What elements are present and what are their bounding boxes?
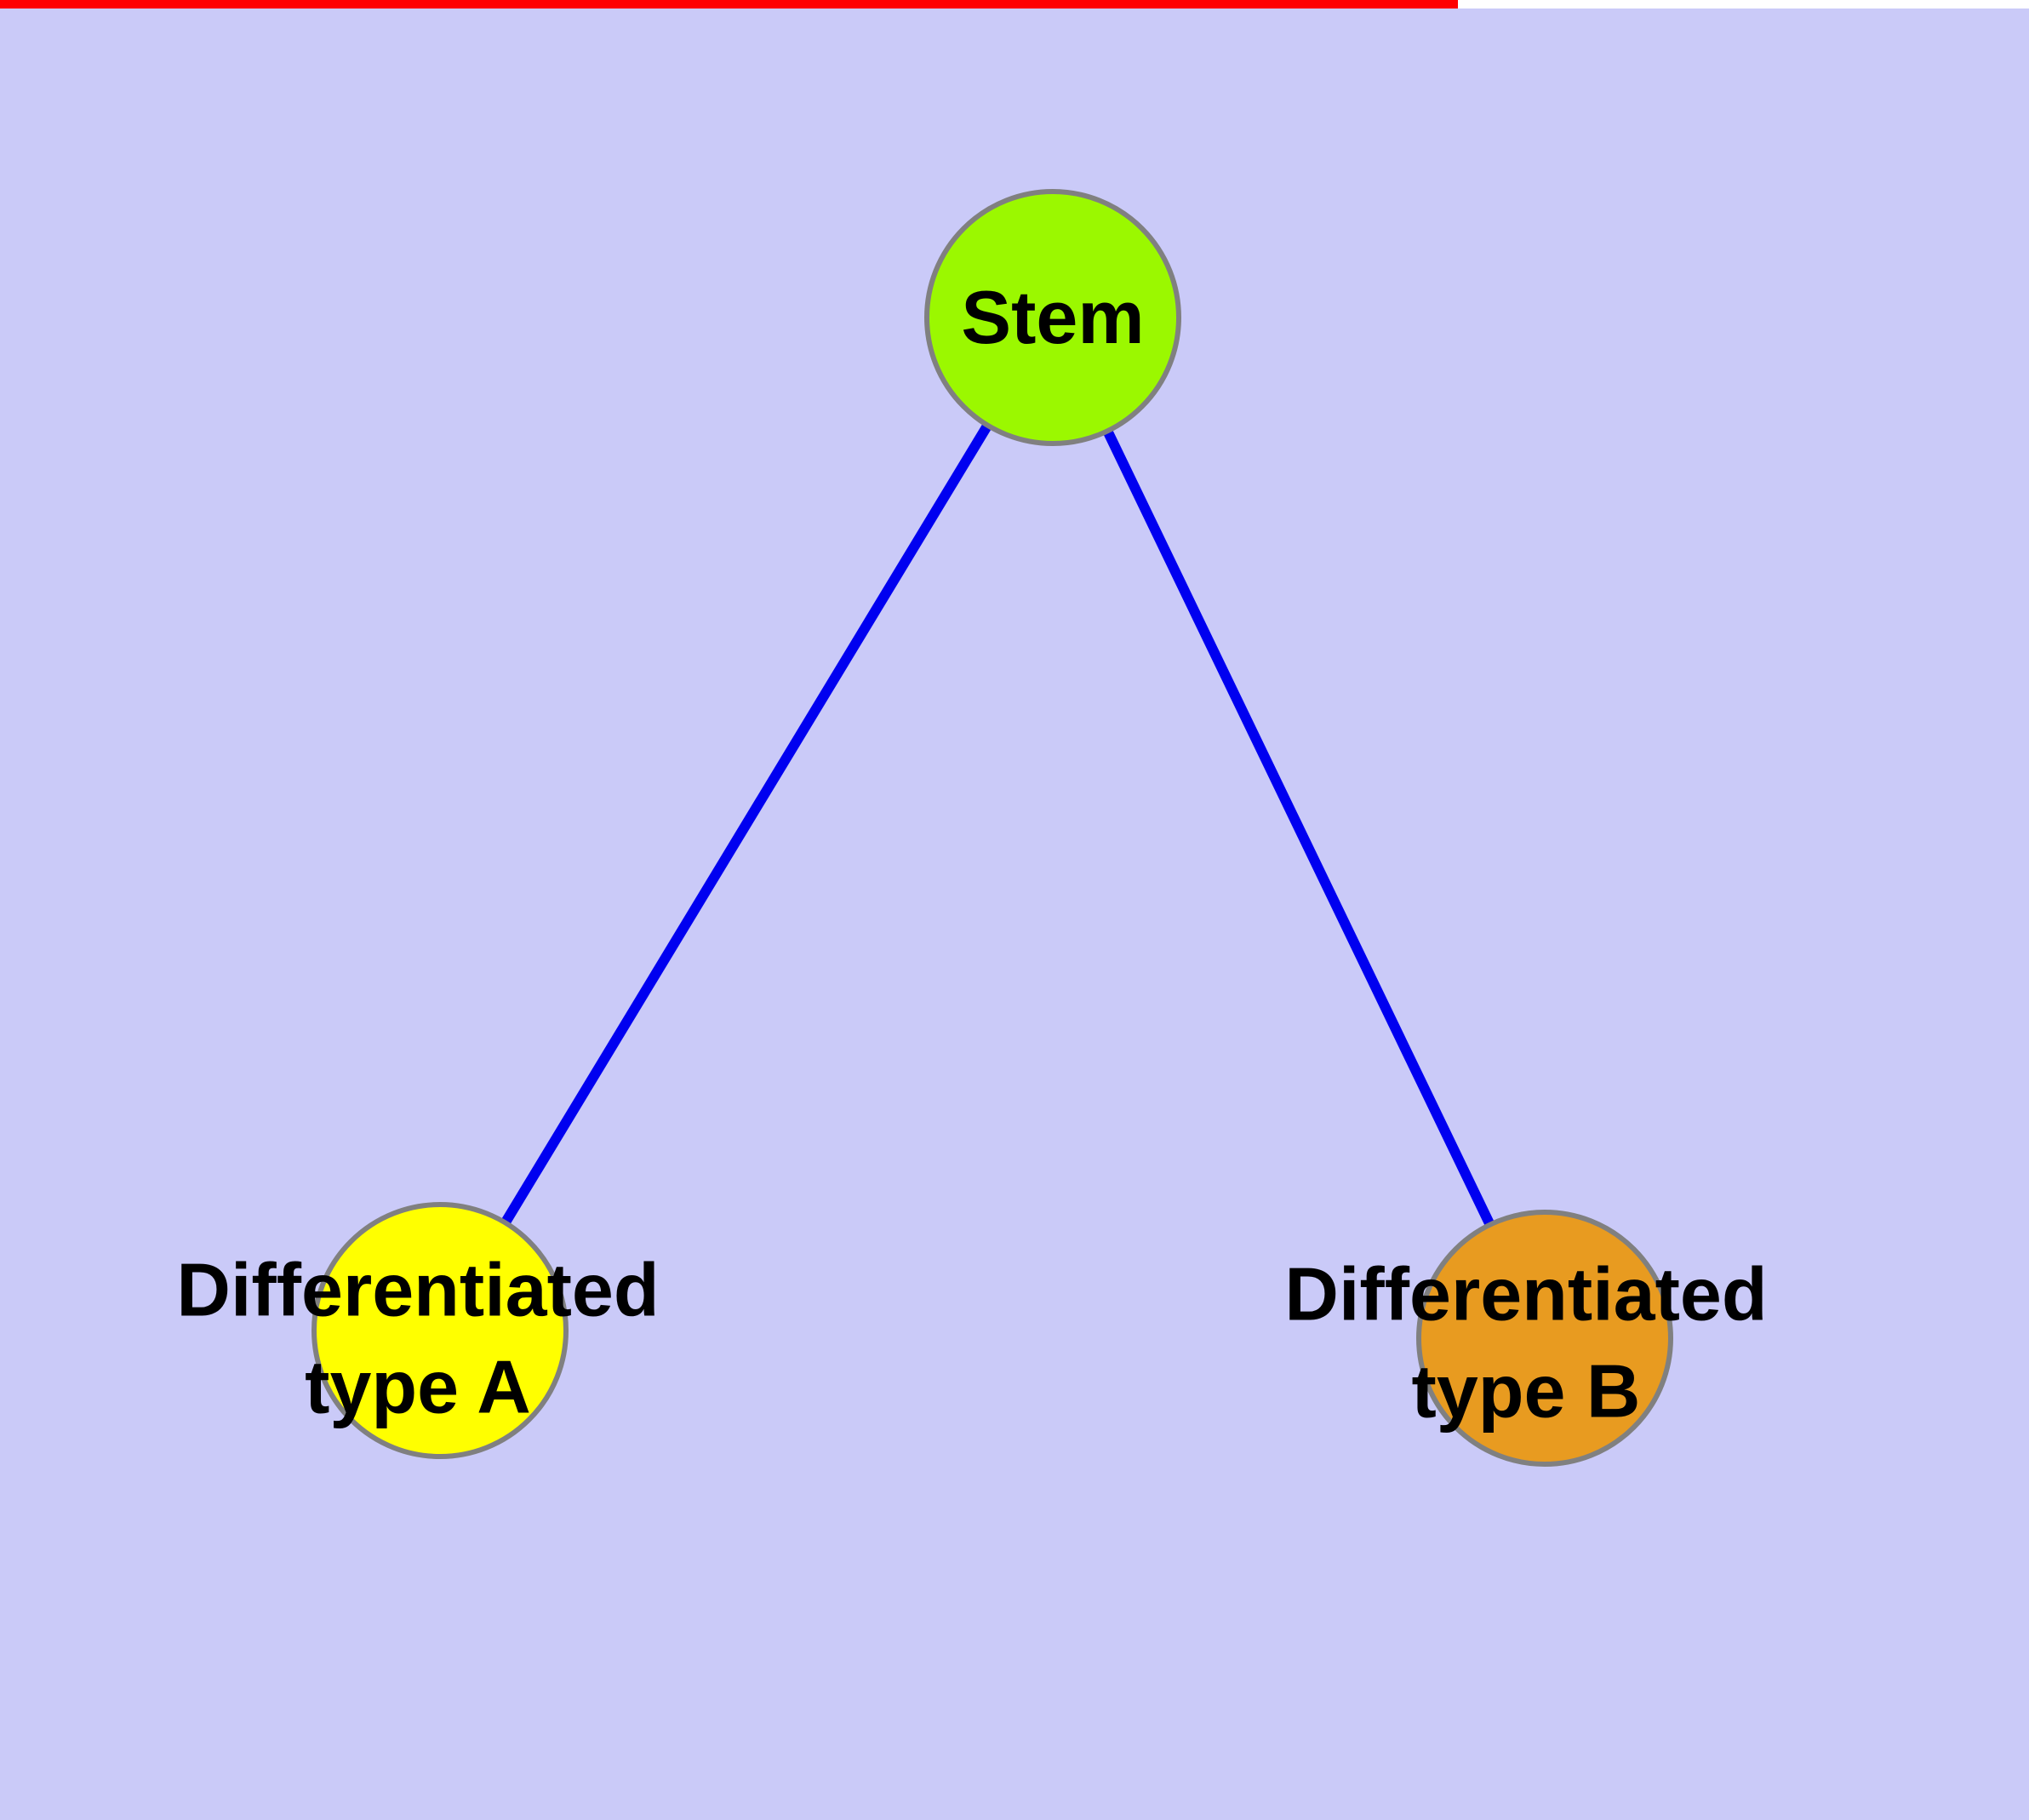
top-edge-red-segment (0, 0, 1458, 9)
top-edge-strip (0, 0, 2029, 9)
node-stem-label: Stem (961, 274, 1145, 359)
top-edge-white-segment (1458, 0, 2029, 9)
node-type-a-label: Differentiated type A (176, 1247, 660, 1429)
node-type-b-circle (1416, 1210, 1673, 1467)
edge-stem-to-type-b (1048, 315, 1550, 1341)
node-type-a-circle (311, 1202, 569, 1459)
node-stem-circle (924, 189, 1181, 446)
node-type-b-label: Differentiated type B (1284, 1251, 1768, 1434)
edge-stem-to-type-a (435, 314, 1058, 1334)
